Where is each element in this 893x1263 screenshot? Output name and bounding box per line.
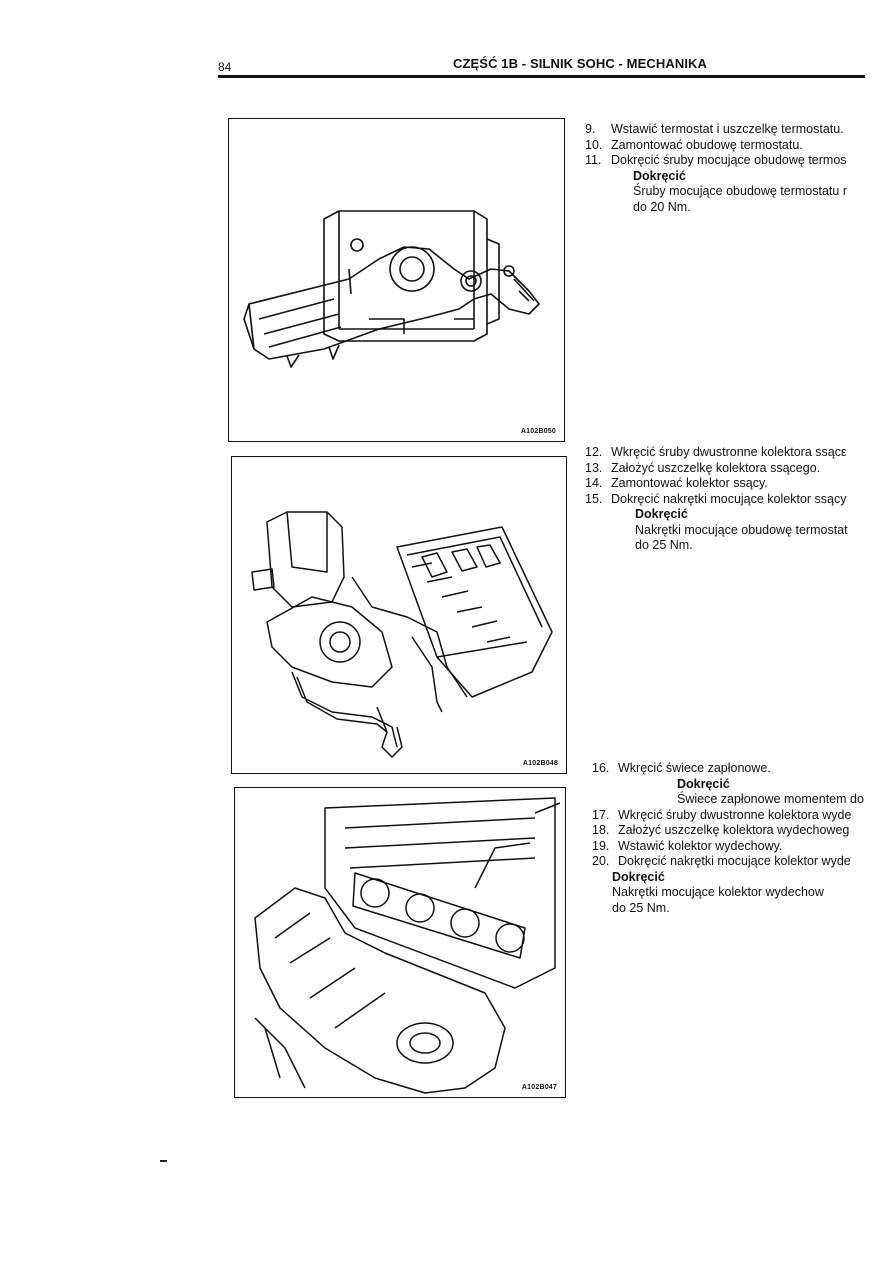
step-16: 16. Wkręcić świece zapłonowe. Dokręcić Św…	[592, 761, 887, 808]
figure-thermostat-housing: A102B050	[228, 118, 565, 442]
step-text: Zamontować obudowę termostatu.	[611, 137, 803, 152]
torque-value: do 25 Nm.	[635, 538, 693, 552]
thermostat-housing-illustration	[243, 210, 540, 368]
torque-value: do 25 Nm.	[612, 900, 670, 915]
step-text: Dokręcić nakrętki mocujące kolektor ssąc…	[611, 491, 847, 506]
figure-code: A102B048	[522, 760, 558, 767]
step-13: 13. Założyć uszczelkę kolektora ssącego.	[585, 461, 885, 477]
figure-intake-manifold: A102B048	[231, 456, 567, 774]
step-number: 19.	[592, 838, 610, 853]
step-9: 9. Wstawić termostat i uszczelkę termosta…	[585, 122, 885, 138]
torque-spec-line: Śruby mocujące obudowę termostatu r	[633, 184, 847, 198]
step-number: 12.	[585, 445, 603, 459]
step-text: Założyć uszczelkę kolektora wydechoweg	[618, 823, 850, 837]
step-number: 17.	[592, 807, 610, 822]
page-number: 84	[218, 60, 232, 74]
step-18: 18. Założyć uszczelkę kolektora wydechowe…	[592, 823, 887, 839]
step-number: 16.	[592, 761, 610, 775]
step-11: 11. Dokręcić śruby mocujące obudowę termo…	[585, 153, 885, 215]
step-10: 10. Zamontować obudowę termostatu.	[585, 138, 885, 154]
figure-exhaust-manifold: A102B047	[234, 787, 566, 1098]
steps-exhaust-manifold: 16. Wkręcić świece zapłonowe. Dokręcić Św…	[592, 761, 887, 916]
torque-spec-line: Nakrętki mocujące kolektor wydechow	[612, 885, 824, 899]
step-number: 20.	[592, 854, 610, 868]
step-text: Wstawić kolektor wydechowy.	[618, 838, 783, 853]
step-number: 13.	[585, 460, 603, 475]
exhaust-manifold-illustration	[254, 797, 561, 1094]
step-text: Wstawić termostat i uszczelkę termostatu…	[611, 122, 844, 136]
step-text: Dokręcić śruby mocujące obudowę termos	[611, 153, 847, 167]
margin-mark	[160, 1160, 167, 1162]
steps-thermostat: 9. Wstawić termostat i uszczelkę termosta…	[585, 122, 885, 215]
steps-intake-manifold: 12. Wkręcić śruby dwustronne kolektora ss…	[585, 445, 885, 554]
section-title: CZĘŚĆ 1B - SILNIK SOHC - MECHANIKA	[453, 56, 708, 71]
torque-value: do 20 Nm.	[633, 199, 691, 214]
torque-label: Dokręcić	[677, 776, 730, 791]
step-number: 15.	[585, 491, 603, 506]
step-number: 18.	[592, 823, 610, 837]
step-text: Wkręcić śruby dwustronne kolektora wyde	[618, 807, 852, 822]
step-text: Wkręcić świece zapłonowe.	[618, 761, 771, 775]
figure-code: A102B047	[521, 1084, 557, 1091]
step-17: 17. Wkręcić śruby dwustronne kolektora wy…	[592, 808, 887, 824]
header-rule	[218, 75, 865, 78]
step-text: Wkręcić śruby dwustronne kolektora ssącε	[611, 445, 847, 459]
torque-label: Dokręcić	[612, 869, 665, 884]
torque-spec-line: Nakrętki mocujące obudowę termostat	[635, 522, 848, 537]
step-20: 20. Dokręcić nakrętki mocujące kolektor w…	[592, 854, 887, 916]
step-text: Dokręcić nakrętki mocujące kolektor wyde	[618, 854, 851, 868]
step-number: 10.	[585, 137, 603, 152]
step-number: 14.	[585, 476, 603, 490]
step-number: 11.	[585, 153, 602, 167]
step-15: 15. Dokręcić nakrętki mocujące kolektor s…	[585, 492, 885, 554]
step-19: 19. Wstawić kolektor wydechowy.	[592, 839, 887, 855]
step-12: 12. Wkręcić śruby dwustronne kolektora ss…	[585, 445, 885, 461]
figure-code: A102B050	[520, 428, 556, 435]
step-14: 14. Zamontować kolektor ssący.	[585, 476, 885, 492]
torque-label: Dokręcić	[633, 168, 686, 183]
step-text: Założyć uszczelkę kolektora ssącego.	[611, 460, 821, 475]
torque-label: Dokręcić	[635, 507, 688, 521]
step-number: 9.	[585, 122, 596, 136]
step-text: Zamontować kolektor ssący.	[611, 476, 768, 490]
intake-manifold-illustration	[251, 511, 553, 758]
torque-spec-line: Świece zapłonowe momentem do	[677, 792, 864, 806]
